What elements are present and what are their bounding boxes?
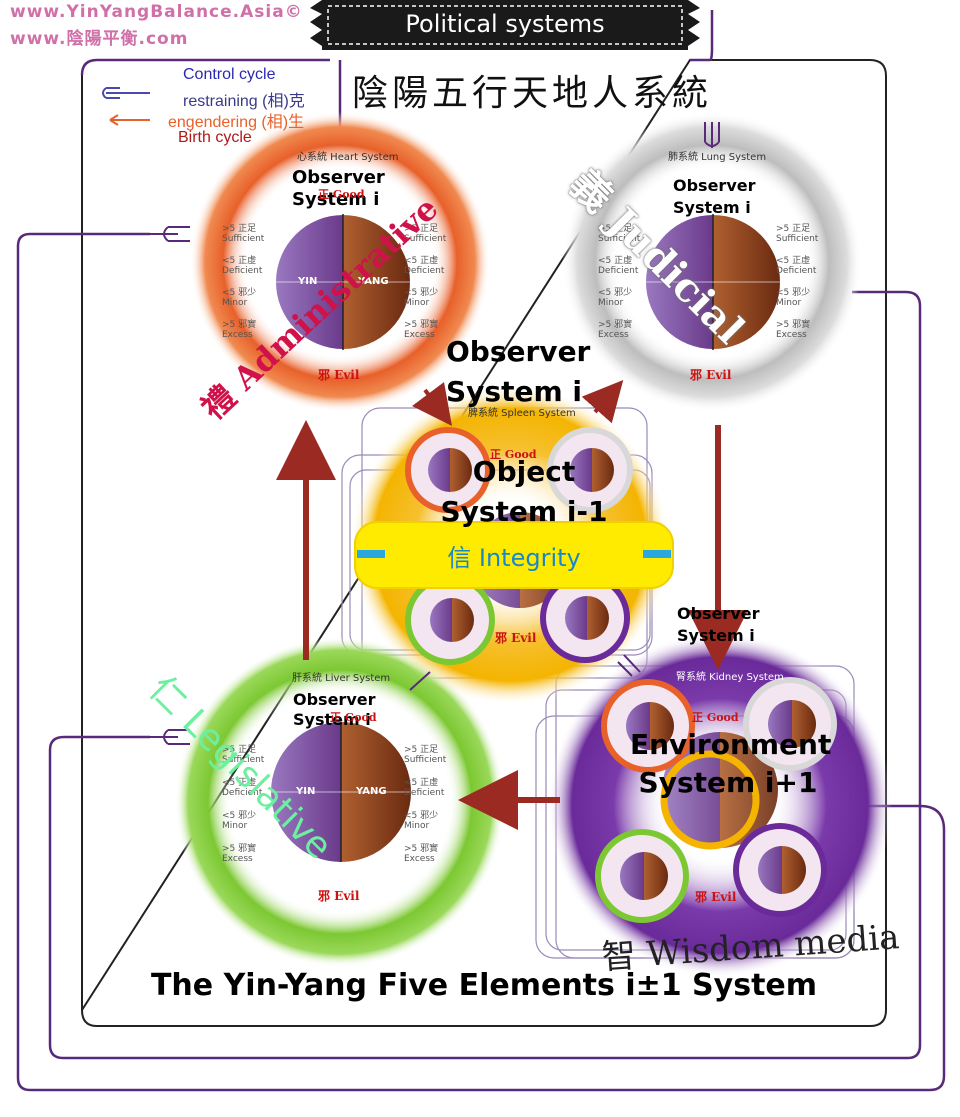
environment-system-label: Environment System i+1 xyxy=(630,728,832,799)
heart-deficient-right: <5 正虛 Deficient xyxy=(404,256,445,276)
lung-sufficient-left: >5 正足 Sufficient xyxy=(598,224,641,244)
footer-title: The Yin-Yang Five Elements i±1 System xyxy=(150,968,818,1003)
lung-excess-right: >5 邪實 Excess xyxy=(776,320,811,340)
lung-deficient-right: <5 正虛 Deficient xyxy=(776,256,817,276)
site-url-2: www.陰陽平衡.com xyxy=(10,29,189,49)
legend-birth-cycle: Birth cycle xyxy=(178,129,252,146)
heart-yang: YANG xyxy=(358,276,389,287)
liver-evil: 邪 Evil xyxy=(318,889,360,903)
liver-deficient-right: <5 正虛 Deficient xyxy=(404,778,445,798)
heart-deficient-left: <5 正虛 Deficient xyxy=(222,256,263,276)
heart-observer-label: Observer System i xyxy=(292,167,385,210)
heart-disc xyxy=(276,214,410,350)
heart-minor-right: <5 邪少 Minor xyxy=(404,288,439,308)
liver-yang: YANG xyxy=(356,786,387,797)
lung-observer-label: Observer System i xyxy=(673,176,756,217)
heart-excess-right: >5 邪實 Excess xyxy=(404,320,439,340)
site-url-1: www.YinYangBalance.Asia© xyxy=(10,2,303,22)
liver-sufficient-right: >5 正足 Sufficient xyxy=(404,745,447,765)
lung-sufficient-right: >5 正足 Sufficient xyxy=(776,224,819,244)
observer-center-label: Observer System i xyxy=(446,335,591,408)
lung-deficient-left: <5 正虛 Deficient xyxy=(598,256,639,276)
legend-control-cycle: Control cycle xyxy=(183,66,276,83)
heart-evil: 邪 Evil xyxy=(318,368,360,382)
liver-excess-right: >5 邪實 Excess xyxy=(404,844,439,864)
lung-system-name: 肺系統 Lung System xyxy=(668,152,767,163)
lung-minor-right: <5 邪少 Minor xyxy=(776,288,811,308)
legend-restraining: restraining (相)克 xyxy=(183,93,305,110)
liver-deficient-left: <5 正虛 Deficient xyxy=(222,778,263,798)
heart-sufficient-left: >5 正足 Sufficient xyxy=(222,224,265,244)
liver-yin: YIN xyxy=(296,786,316,797)
liver-minor-right: <5 邪少 Minor xyxy=(404,811,439,831)
spleen-good: 正 Good xyxy=(490,448,537,461)
legend-engendering: engendering (相)生 xyxy=(168,114,305,131)
liver-excess-left: >5 邪實 Excess xyxy=(222,844,257,864)
lung-minor-left: <5 邪少 Minor xyxy=(598,288,633,308)
title-banner xyxy=(310,0,700,50)
liver-system-name: 肝系統 Liver System xyxy=(292,673,391,684)
lung-excess-left: >5 邪實 Excess xyxy=(598,320,633,340)
satellite-rings xyxy=(405,427,837,923)
object-system-label: Object System i-1 xyxy=(440,455,608,528)
spleen-evil: 邪 Evil xyxy=(495,631,537,645)
spleen-system-name: 脾系統 Spleen System xyxy=(468,408,576,419)
connection-lines xyxy=(16,10,946,1092)
legend-icons xyxy=(102,87,150,126)
liver-minor-left: <5 邪少 Minor xyxy=(222,811,257,831)
banner-title: Political systems xyxy=(405,10,605,38)
birth-cycle-arrows xyxy=(276,380,748,830)
heart-minor-left: <5 邪少 Minor xyxy=(222,288,257,308)
lung-disc xyxy=(646,214,780,350)
kidney-evil: 邪 Evil xyxy=(695,890,737,904)
liver-disc xyxy=(271,722,411,862)
kidney-good: 正 Good xyxy=(692,711,739,724)
heart-excess-left: >5 邪實 Excess xyxy=(222,320,257,340)
liver-good: 正 Good xyxy=(330,711,377,724)
observer-right-label: Observer System i xyxy=(677,604,760,645)
liver-sufficient-left: >5 正足 Sufficient xyxy=(222,745,265,765)
liver-observer-label: Observer System i xyxy=(293,690,376,729)
integrity-banner xyxy=(354,521,674,589)
restraining-forks xyxy=(150,122,720,745)
chinese-title: 陰陽五行天地人系統 xyxy=(352,73,713,114)
heart-sufficient-right: >5 正足 Sufficient xyxy=(404,224,447,244)
heart-system-name: 心系統 Heart System xyxy=(297,152,399,163)
integrity-label: 信 Integrity xyxy=(447,544,581,572)
heart-good: 正 Good xyxy=(318,188,365,201)
lung-evil: 邪 Evil xyxy=(690,368,732,382)
kidney-system-name: 腎系統 Kidney System xyxy=(676,672,784,683)
heart-yin: YIN xyxy=(298,276,318,287)
